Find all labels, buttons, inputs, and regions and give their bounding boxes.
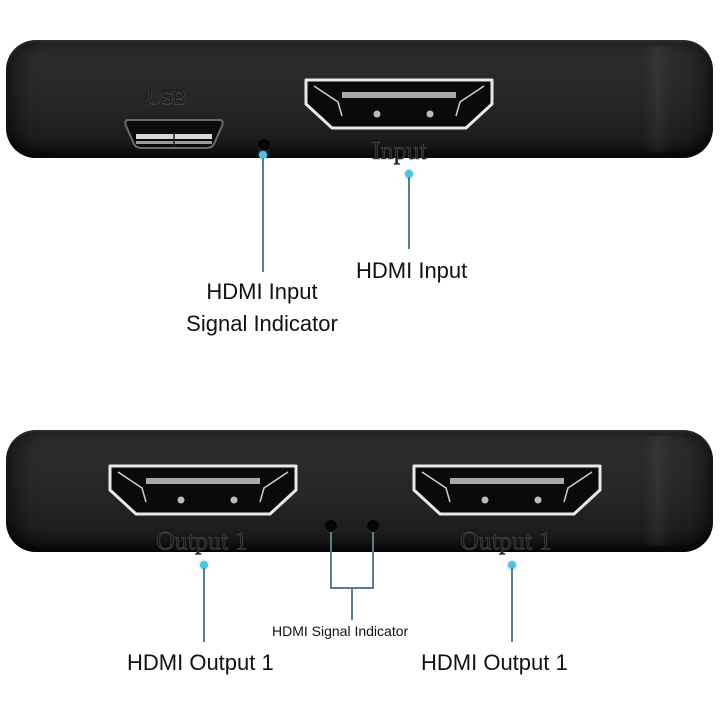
output-right-engraving: Output 1 — [460, 526, 552, 556]
hdmi-output-left-caption: HDMI Output 1 — [127, 650, 274, 675]
indicator-callout-dot — [259, 151, 267, 159]
input-engraving: Input — [372, 136, 427, 166]
input-leader-line — [408, 177, 410, 249]
usb-engraving: USB — [148, 88, 187, 109]
signal-indicator-caption: HDMI Signal Indicator — [272, 623, 409, 639]
output-left-signal-led — [325, 520, 337, 532]
indicator-caption: HDMI Input Signal Indicator — [172, 276, 352, 340]
output-right-leader-line — [511, 568, 513, 642]
input-callout-dot — [405, 170, 413, 178]
hdmi-input-port-icon — [302, 76, 496, 132]
hdmi-output-right-caption: HDMI Output 1 — [421, 650, 568, 675]
output-left-callout-dot — [200, 561, 208, 569]
output-left-leader-line — [203, 568, 205, 642]
usb-port-icon — [122, 114, 226, 150]
output-right-signal-led — [367, 520, 379, 532]
input-signal-led — [258, 139, 270, 151]
hdmi-output-left-port-icon — [106, 462, 300, 518]
signal-leader-left — [330, 532, 332, 588]
signal-leader-stem — [351, 588, 353, 620]
output-left-engraving: Output 1 — [156, 526, 248, 556]
hdmi-output-right-port-icon — [410, 462, 604, 518]
hdmi-input-caption: HDMI Input — [356, 258, 468, 283]
indicator-leader-line — [262, 158, 264, 272]
indicator-caption-line1: HDMI Input — [206, 279, 318, 304]
signal-leader-right — [372, 532, 374, 588]
indicator-caption-line2: Signal Indicator — [186, 311, 338, 336]
output-right-callout-dot — [508, 561, 516, 569]
